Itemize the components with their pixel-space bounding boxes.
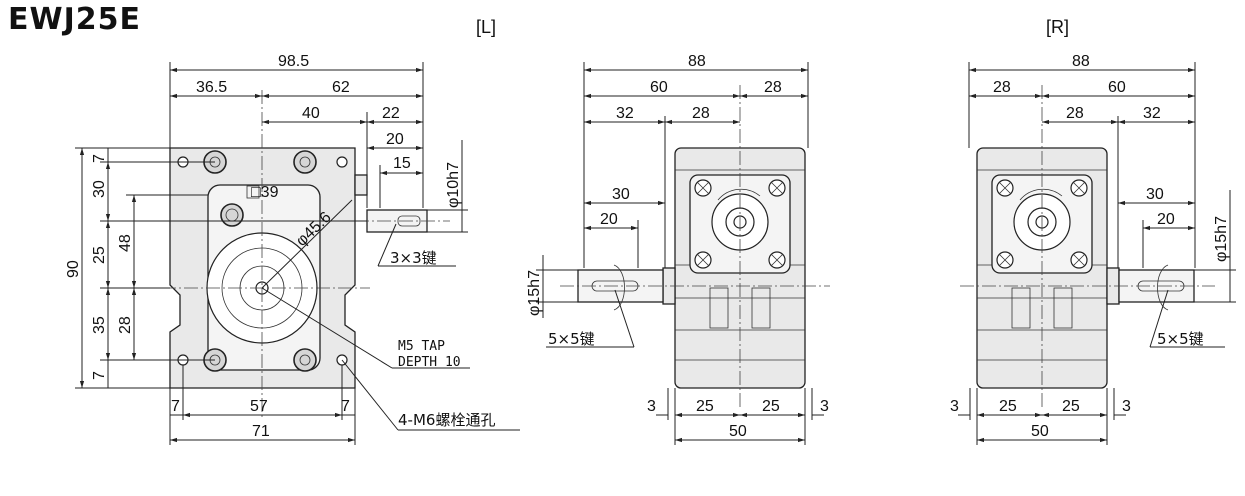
r-dim-50: 50	[1031, 423, 1049, 440]
dim-40: 40	[302, 105, 320, 122]
l-key-note: 5×5键	[548, 330, 595, 348]
dim-15: 15	[393, 155, 411, 172]
bolt-top-right	[293, 150, 317, 174]
r-dim-28-mid: 28	[1066, 105, 1084, 122]
dim-48: 48	[117, 234, 134, 252]
l-dim-3-left: 3	[647, 398, 656, 415]
dim-62: 62	[332, 79, 350, 96]
dim-height-90: 90	[65, 260, 82, 278]
right-view: 88 28 60 28 32 30 20 φ15h7 5×5键 3 25 25	[950, 53, 1236, 445]
r-dim-88: 88	[1072, 53, 1090, 70]
r-screws	[996, 179, 1088, 269]
l-dim-25-a: 25	[696, 398, 714, 415]
l-dim-25-b: 25	[762, 398, 780, 415]
front-key-slot	[397, 215, 421, 227]
l-rotation-arrow	[717, 188, 761, 201]
tap-note-line1: M5 TAP	[398, 339, 445, 354]
dim-25: 25	[91, 246, 108, 264]
l-dim-20: 20	[600, 211, 618, 228]
dim-22: 22	[382, 105, 400, 122]
r-dim-60: 60	[1108, 79, 1126, 96]
l-dim-60: 60	[650, 79, 668, 96]
dim-7-top: 7	[91, 154, 108, 163]
front-plug	[220, 203, 244, 227]
l-dim-3-right: 3	[820, 398, 829, 415]
dim-98-5: 98.5	[278, 53, 309, 70]
r-dim-20: 20	[1157, 211, 1175, 228]
r-dim-32: 32	[1143, 105, 1161, 122]
bolt-bottom-right	[293, 348, 317, 372]
r-rotation-arrow	[1019, 188, 1063, 201]
dim-20: 20	[386, 131, 404, 148]
dim-71: 71	[252, 423, 270, 440]
l-dim-28-mid: 28	[692, 105, 710, 122]
r-dim-shaft-15h7: φ15h7	[1213, 216, 1230, 262]
dim-28: 28	[117, 316, 134, 334]
tap-note-line2: DEPTH 10	[398, 355, 461, 370]
dim-57: 57	[250, 398, 268, 415]
l-dim-30: 30	[612, 186, 630, 203]
r-dim-3-left: 3	[950, 398, 959, 415]
front-view: 98.5 36.5 62 40 22 20 15 φ10h7 □39 φ45.6…	[65, 53, 520, 445]
r-dim-3-right: 3	[1122, 398, 1131, 415]
l-dim-32: 32	[616, 105, 634, 122]
l-dim-50: 50	[729, 423, 747, 440]
dim-shaft-10h7: φ10h7	[445, 162, 462, 208]
dim-36-5: 36.5	[196, 79, 227, 96]
dim-7-bottom: 7	[91, 371, 108, 380]
dim-35: 35	[91, 316, 108, 334]
dim-30: 30	[91, 180, 108, 198]
view-label-left: [L]	[476, 17, 496, 37]
key-note-front: 3×3键	[390, 249, 437, 267]
view-label-right: [R]	[1046, 17, 1069, 37]
r-dim-25-b: 25	[1062, 398, 1080, 415]
l-screws	[694, 179, 786, 269]
dim-square-39: □39	[251, 184, 279, 201]
model-title: EWJ25E	[8, 2, 141, 37]
r-dim-30: 30	[1146, 186, 1164, 203]
l-dim-88: 88	[688, 53, 706, 70]
dim-7-right: 7	[341, 398, 350, 415]
l-dim-shaft-15h7: φ15h7	[526, 270, 543, 316]
r-dim-28-top: 28	[993, 79, 1011, 96]
left-view: 88 60 28 32 28 30 20 φ15h7 5×5键 3 25 25	[526, 53, 830, 445]
r-dim-25-a: 25	[999, 398, 1017, 415]
l-dim-28-top: 28	[764, 79, 782, 96]
bolt-hole-note: 4-M6螺栓通孔	[398, 411, 495, 429]
dim-7-left: 7	[171, 398, 180, 415]
r-key-note: 5×5键	[1157, 330, 1204, 348]
front-shaft-collar	[354, 174, 368, 196]
